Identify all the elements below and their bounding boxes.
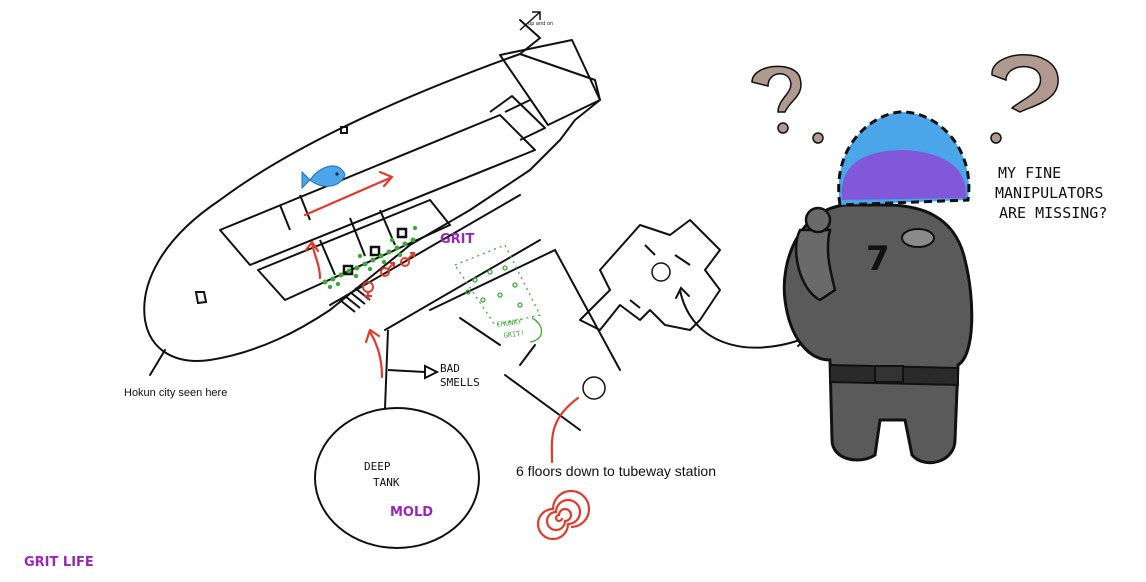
compass-arrow-icon <box>519 11 541 31</box>
grit-band <box>322 225 418 290</box>
room-complex <box>579 219 721 331</box>
room-marker <box>651 262 671 282</box>
footer-label: GRIT LIFE <box>24 555 94 570</box>
speech-line-3: ARE MISSING? <box>999 204 1107 222</box>
suit-arm <box>794 228 837 302</box>
chunky-grit-label-2: GRIT! <box>503 329 525 340</box>
astronaut <box>751 54 1059 465</box>
grit-label: GRIT <box>440 232 475 247</box>
bad-smells-arrowhead <box>424 364 440 380</box>
upper-deck <box>219 39 601 266</box>
ladder-marks <box>339 287 371 313</box>
question-mark-icon <box>990 54 1059 144</box>
mold-label: MOLD <box>390 505 433 520</box>
chunky-grit-label-1: CHUNKY <box>496 317 523 329</box>
deep-tank <box>314 407 480 549</box>
male-symbol-icon <box>380 252 415 277</box>
floors-label: 6 floors down to tubeway station <box>516 463 716 479</box>
compass-label: up and on <box>528 21 553 27</box>
female-symbol-icon <box>362 281 374 300</box>
bad-smells-label-2: SMELLS <box>440 376 480 389</box>
question-mark-icon <box>751 65 802 134</box>
belt-buckle <box>874 365 904 383</box>
chunky-grit-patch <box>454 244 543 343</box>
speech-line-2: MANIPULATORS <box>995 184 1103 202</box>
deep-tank-label-1: DEEP <box>364 460 391 473</box>
suit-hand <box>804 206 832 234</box>
hokun-label: Hokun city seen here <box>124 387 227 399</box>
helmet-shade <box>841 150 967 200</box>
fish-icon <box>301 165 346 190</box>
chest-patch <box>901 228 935 248</box>
tank-pipe <box>384 329 426 409</box>
spiral-icon <box>536 489 591 541</box>
suit-number: 7 <box>866 239 890 279</box>
tubeway-marker <box>582 376 606 400</box>
deep-tank-label-2: TANK <box>373 476 400 489</box>
question-dot <box>812 132 824 144</box>
speech-line-1: MY FINE <box>998 164 1061 182</box>
red-arrows <box>303 170 580 464</box>
bad-smells-label-1: BAD <box>440 362 460 375</box>
hull-outline <box>143 19 601 376</box>
deck-markers <box>194 126 408 305</box>
corridor <box>329 194 621 431</box>
